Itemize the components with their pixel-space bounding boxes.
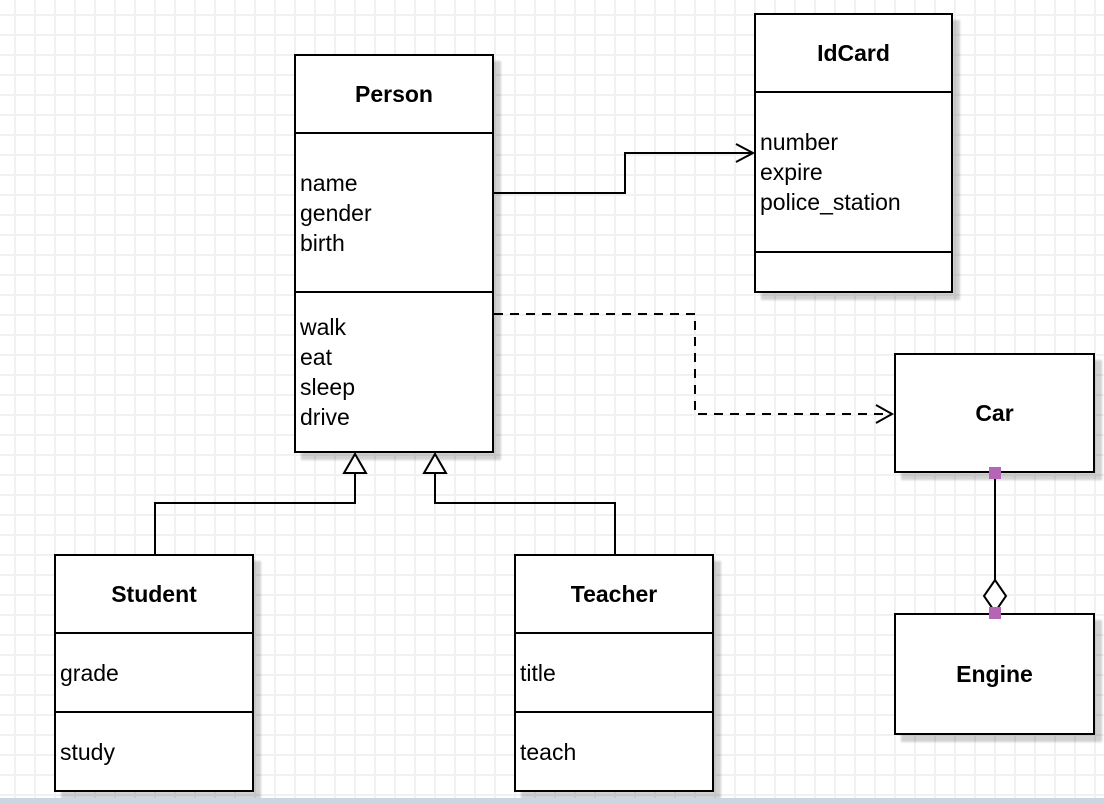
open-arrowhead-icon	[735, 143, 756, 163]
class-student-title: Student	[56, 556, 252, 634]
class-car[interactable]: Car	[894, 353, 1095, 473]
method: teach	[520, 738, 577, 765]
method: walk	[300, 314, 347, 340]
class-teacher[interactable]: Teacher title teach	[514, 554, 714, 792]
hollow-triangle-arrowhead-icon	[422, 452, 448, 474]
class-student-methods: study	[56, 713, 252, 790]
hollow-triangle-arrowhead-icon	[342, 452, 368, 474]
attribute: police_station	[760, 189, 901, 215]
attribute: gender	[300, 199, 372, 226]
attribute: birth	[300, 229, 345, 256]
class-idcard-title: IdCard	[756, 15, 951, 93]
connector-association-person-idcard[interactable]	[494, 143, 756, 194]
class-car-title: Car	[975, 399, 1014, 426]
attribute: title	[520, 659, 556, 686]
connector-dependency-person-car[interactable]	[494, 313, 895, 424]
attribute: grade	[60, 659, 119, 686]
class-teacher-title: Teacher	[516, 556, 712, 634]
class-engine-title: Engine	[956, 660, 1033, 687]
method: sleep	[300, 374, 355, 400]
class-person[interactable]: Person name gender birth walk eat sleep …	[294, 54, 494, 453]
class-person-attributes: name gender birth	[296, 134, 492, 293]
class-person-methods: walk eat sleep drive	[296, 293, 492, 451]
connector-generalization-student-person[interactable]	[154, 452, 368, 554]
attribute: number	[760, 129, 838, 155]
class-teacher-attributes: title	[516, 634, 712, 713]
class-teacher-methods: teach	[516, 713, 712, 790]
method: eat	[300, 344, 332, 370]
attribute: expire	[760, 159, 823, 185]
class-idcard-attributes: number expire police_station	[756, 93, 951, 253]
connector-aggregation-car-engine[interactable]	[982, 467, 1008, 619]
canvas-bottom-edge	[0, 798, 1104, 804]
class-student[interactable]: Student grade study	[54, 554, 254, 792]
open-arrowhead-icon	[875, 404, 895, 424]
attribute: name	[300, 169, 358, 196]
class-engine[interactable]: Engine	[894, 613, 1095, 735]
class-idcard-methods	[756, 253, 951, 291]
hollow-diamond-icon	[982, 578, 1008, 614]
class-person-title: Person	[296, 56, 492, 134]
class-student-attributes: grade	[56, 634, 252, 713]
method: study	[60, 738, 115, 765]
method: drive	[300, 404, 350, 430]
class-idcard[interactable]: IdCard number expire police_station	[754, 13, 953, 293]
connector-generalization-teacher-person[interactable]	[422, 452, 616, 554]
